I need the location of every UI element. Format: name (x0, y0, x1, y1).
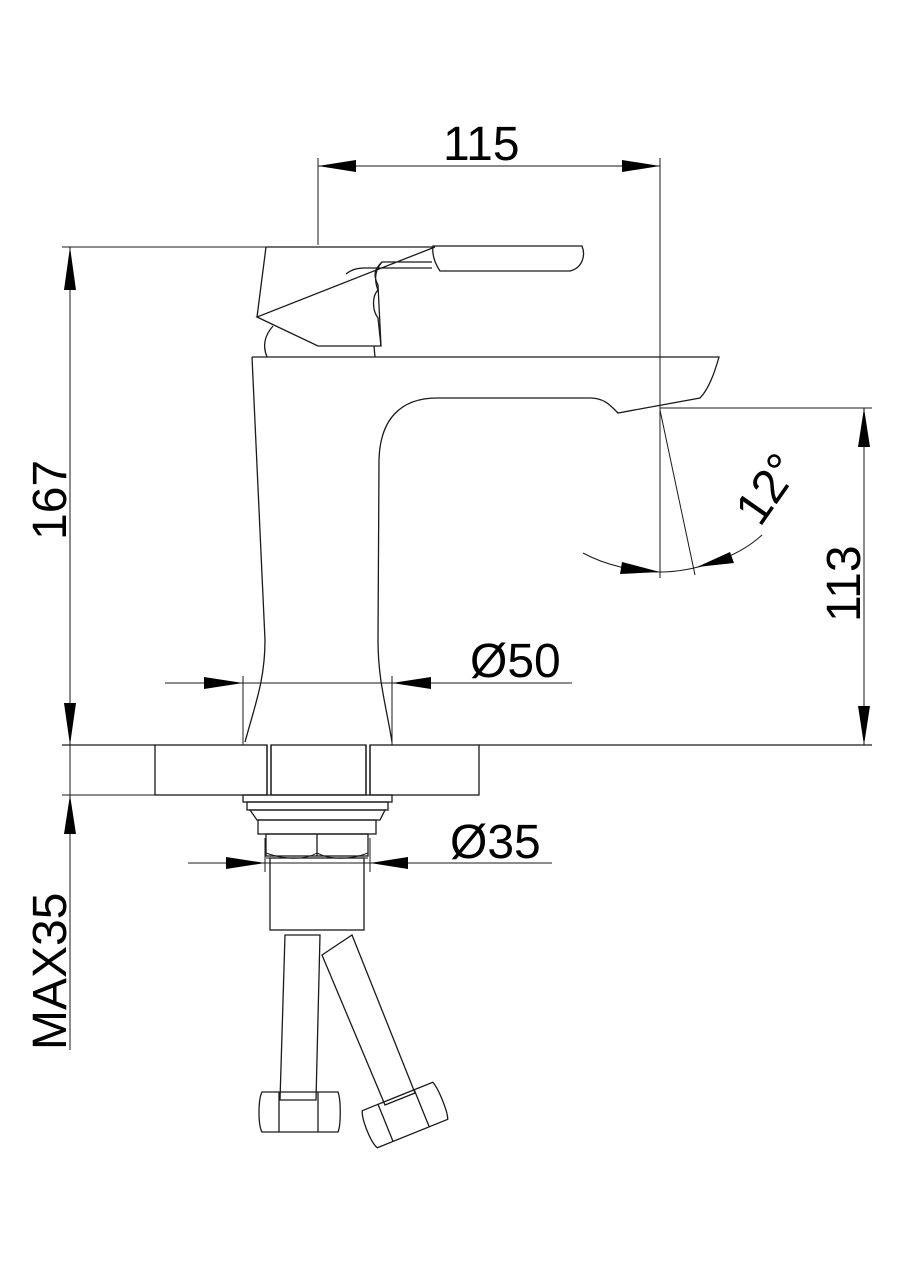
dimension-max-counter-thickness: MAX35 (24, 745, 77, 1050)
mounting-nut (242, 794, 393, 931)
faucet-body (244, 356, 720, 743)
dimension-base-diameter: Ø50 (165, 635, 572, 745)
dim-label-12deg: 12° (726, 444, 811, 534)
dimension-spout-reach: 115 (317, 118, 661, 578)
dimension-thread-diameter: Ø35 (188, 816, 552, 872)
countertop-section (62, 744, 872, 796)
flexible-hoses (279, 934, 416, 1106)
dimension-spout-angle: 12° (582, 409, 811, 576)
dimension-total-height: 167 (24, 246, 266, 745)
hex-fittings (258, 1081, 449, 1149)
dim-label-113: 113 (818, 545, 871, 622)
lever-handle (255, 245, 585, 358)
dim-label-167: 167 (24, 460, 77, 540)
hex-fitting-left (258, 1091, 341, 1133)
dim-label-115: 115 (443, 118, 520, 171)
dim-label-max35: MAX35 (24, 893, 77, 1050)
hex-fitting-right (361, 1081, 449, 1149)
dim-label-d50: Ø50 (470, 635, 561, 688)
dim-label-d35: Ø35 (450, 816, 541, 869)
dimension-spout-height: 113 (660, 407, 872, 745)
